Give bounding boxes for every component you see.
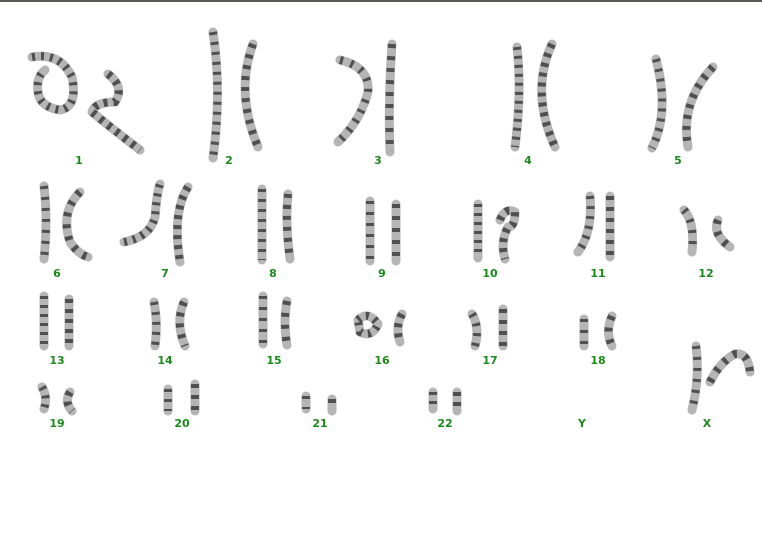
chromosome-bands (604, 314, 616, 348)
chromosome-pair-17 (467, 304, 508, 351)
chromosome-bands (648, 57, 667, 150)
chromosome-pair-21 (301, 391, 337, 416)
chromosome-16-a (353, 311, 383, 339)
chromosome-label-16: 16 (374, 354, 390, 367)
chromosome-pair-19 (37, 382, 77, 416)
chromosome-pair-20 (163, 379, 200, 416)
chromosome-17-a (467, 309, 482, 351)
chromosome-pair-12 (679, 205, 735, 257)
chromosome-16-b (393, 309, 407, 347)
chromosome-pair-16 (353, 309, 407, 347)
chromosome-bands (385, 43, 396, 153)
chromosome-pair-7 (119, 179, 193, 267)
chromosome-label-11: 11 (590, 267, 606, 280)
chromosome-bands (574, 195, 595, 255)
chromosome-label-22: 22 (437, 417, 453, 430)
chromosome-label-2: 2 (225, 154, 233, 167)
chromosome-pair-1 (27, 51, 145, 155)
chromosome-label-4: 4 (524, 154, 532, 167)
chromosome-pair-14 (149, 297, 190, 351)
chromosome-pair-4 (510, 39, 560, 152)
chromosome-bands (706, 349, 754, 384)
chromosome-pair-3 (333, 39, 397, 157)
chromosome-bands (173, 184, 192, 263)
chromosome-bands (468, 311, 481, 348)
chromosome-bands (680, 207, 697, 253)
chromosome-label-8: 8 (269, 267, 277, 280)
chromosome-pair-8 (257, 184, 295, 265)
chromosome-bands (511, 46, 524, 148)
chromosome-label-21: 21 (312, 417, 328, 430)
chromosome-bands (31, 52, 78, 115)
chromosome-bands (712, 218, 733, 251)
chromosome-bands (40, 185, 50, 260)
chromosome-bands (175, 300, 189, 348)
chromosome-bands (682, 64, 716, 148)
chromosome-label-20: 20 (174, 417, 190, 430)
chromosome-2-b (240, 39, 263, 152)
chromosome-bands (123, 182, 164, 246)
chromosome-bands (150, 301, 161, 347)
chromosome-bands (496, 206, 520, 261)
chromosome-label-12: 12 (698, 267, 714, 280)
chromosome-label-9: 9 (378, 267, 386, 280)
chromosome-pair-22 (428, 387, 462, 416)
chromosome-label-18: 18 (590, 354, 606, 367)
chromosome-label-15: 15 (266, 354, 282, 367)
chromosome-label-X: X (702, 417, 712, 430)
chromosome-1-b (87, 69, 145, 155)
chromosome-bands (335, 56, 373, 145)
chromosome-label-1: 1 (75, 154, 83, 167)
chromosome-label-Y: Y (578, 417, 586, 430)
chromosome-4-a (510, 42, 524, 152)
chromosome-pair-11 (573, 191, 615, 262)
chromosome-bands (282, 193, 294, 260)
chromosome-bands (537, 42, 559, 149)
chromosome-label-5: 5 (674, 154, 682, 167)
chromosome-pair-18 (579, 311, 617, 351)
chromosome-pair-X (687, 341, 755, 415)
chromosome-bands (393, 312, 406, 344)
chromosome-label-13: 13 (49, 354, 65, 367)
chromosome-pair-5 (647, 54, 718, 153)
chromosome-pair-10 (473, 199, 520, 264)
chromosome-bands (63, 389, 76, 414)
chromosome-bands (281, 300, 291, 346)
chromosome-pair-9 (365, 196, 401, 266)
chromosome-label-10: 10 (482, 267, 498, 280)
chromosome-pair-13 (39, 291, 74, 351)
chromosome-7-a (119, 179, 165, 247)
chromosome-pair-2 (208, 27, 263, 163)
chromosome-label-17: 17 (482, 354, 498, 367)
chromosome-label-6: 6 (53, 267, 61, 280)
chromosome-bands (38, 384, 50, 411)
chromosome-bands (209, 31, 222, 159)
chromosome-pair-15 (258, 291, 292, 350)
chromosome-label-3: 3 (374, 154, 382, 167)
chromosome-bands (62, 189, 90, 261)
chromosome-X-a (687, 341, 702, 415)
chromosome-label-7: 7 (161, 267, 169, 280)
chromosome-2-a (208, 27, 222, 163)
chromosome-label-19: 19 (49, 417, 65, 430)
chromosome-label-14: 14 (157, 354, 173, 367)
chromosome-pair-6 (39, 181, 93, 264)
